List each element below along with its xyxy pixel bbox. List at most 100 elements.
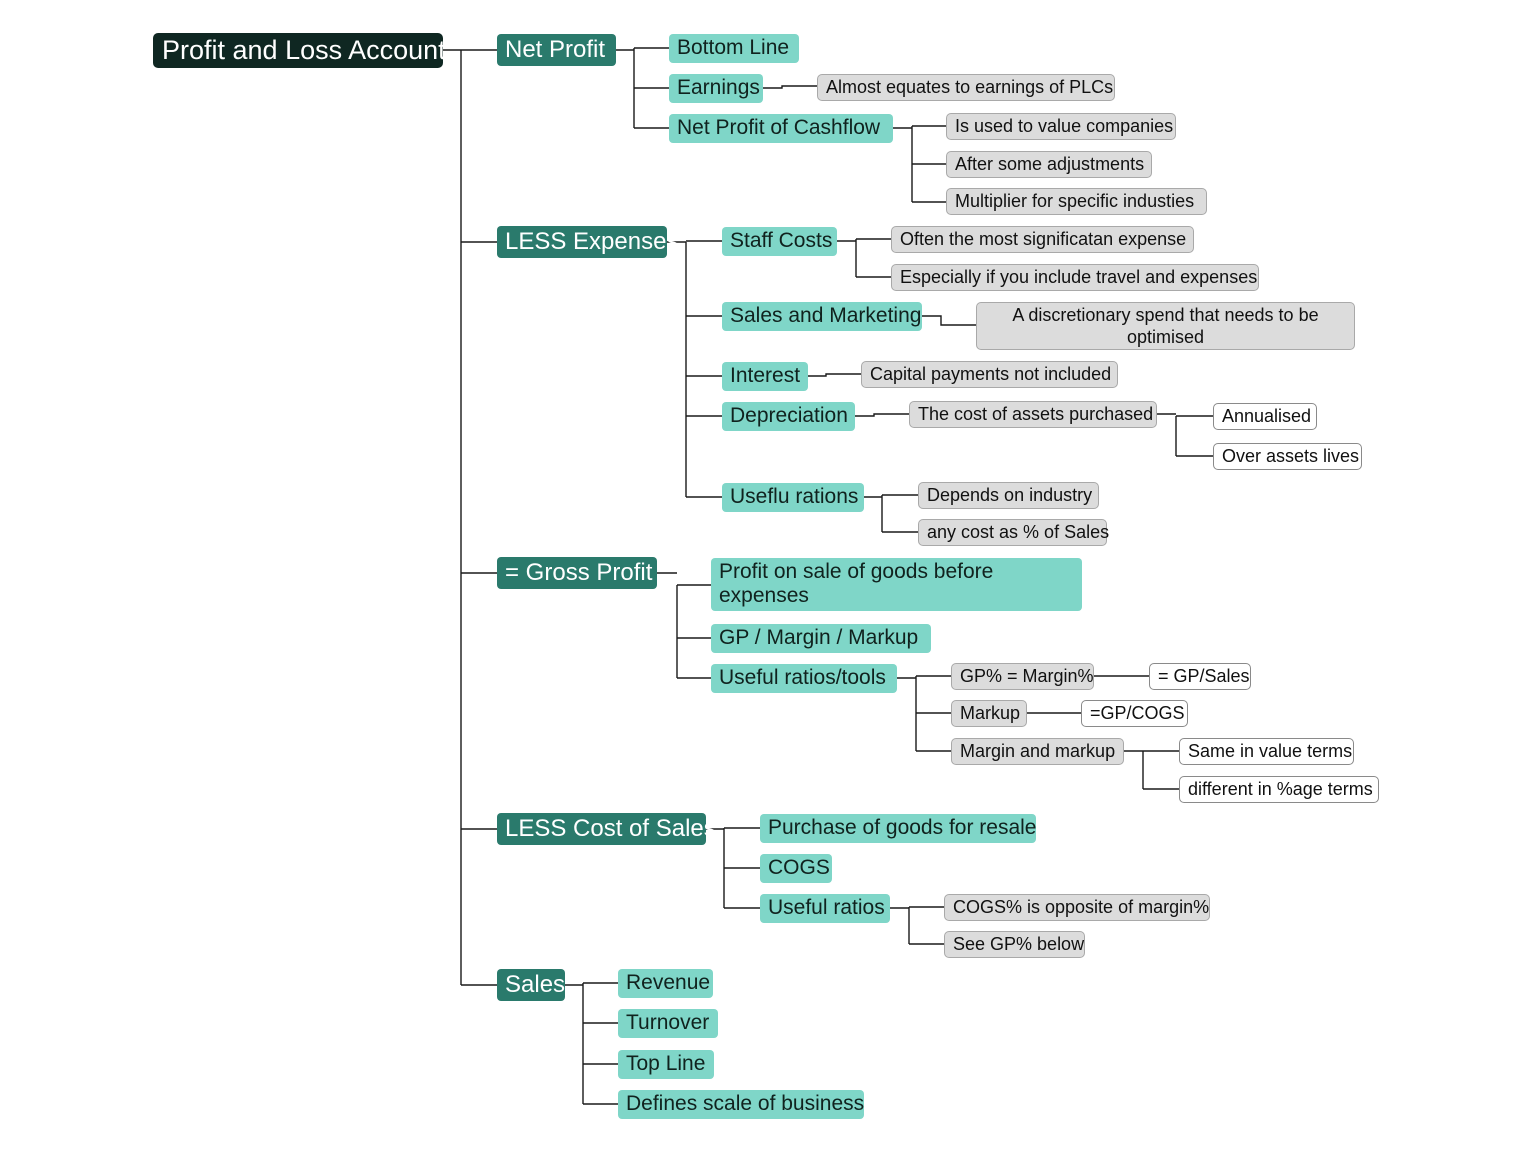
expense-ratio-note-label: Depends on industry <box>927 485 1093 506</box>
depreciation-detail-label: Over assets lives <box>1222 446 1360 467</box>
sales-label: Sales <box>505 971 566 999</box>
depreciation-note-node[interactable]: The cost of assets purchased <box>909 401 1157 428</box>
cos-ratios-label: Useful ratios <box>768 896 885 920</box>
sales-alias-label: Defines scale of business <box>626 1092 865 1116</box>
staff-note-label: Especially if you include travel and exp… <box>900 267 1258 288</box>
margin-markup-note-node[interactable]: Same in value terms <box>1179 738 1354 765</box>
expense-ratios-label: Useflu rations <box>730 485 859 509</box>
sales-alias-node[interactable]: Turnover <box>618 1009 718 1038</box>
net-profit-connector <box>616 47 669 129</box>
sales-alias-node[interactable]: Top Line <box>618 1050 714 1079</box>
depreciation-detail-connector <box>1157 413 1213 457</box>
sales-alias-node[interactable]: Defines scale of business <box>618 1090 864 1119</box>
sales-marketing-note-label: A discretionary spend that needs to be o… <box>1012 304 1319 348</box>
net-profit-label: Net Profit <box>505 36 606 64</box>
earnings-note-label: Almost equates to earnings of PLCs <box>826 77 1114 98</box>
cos-ratio-note-label: See GP% below <box>953 934 1085 955</box>
expense-ratios-node[interactable]: Useflu rations <box>722 483 864 512</box>
cashflow-note-node[interactable]: After some adjustments <box>946 151 1152 178</box>
cos-ratio-note-node[interactable]: COGS% is opposite of margin% <box>944 894 1210 921</box>
gross-profit-definition-node[interactable]: Profit on sale of goods before expenses <box>711 558 1082 611</box>
markup-node[interactable]: Markup <box>951 700 1027 727</box>
earnings-note-node[interactable]: Almost equates to earnings of PLCs <box>817 74 1115 101</box>
staff-note-label: Often the most significatan expense <box>900 229 1187 250</box>
gp-pct-formula-label: = GP/Sales <box>1158 666 1250 687</box>
cashflow-connector <box>893 125 946 203</box>
expense-ratio-note-node[interactable]: Depends on industry <box>918 482 1099 509</box>
margin-markup-node[interactable]: Margin and markup <box>951 738 1124 765</box>
sales-marketing-note-node[interactable]: A discretionary spend that needs to be o… <box>976 302 1355 350</box>
cashflow-note-node[interactable]: Is used to value companies <box>946 113 1176 140</box>
gp-tools-label: Useful ratios/tools <box>719 666 886 690</box>
earnings-connector <box>763 85 817 89</box>
expense-ratio-note-node[interactable]: any cost as % of Sales <box>918 519 1110 546</box>
cashflow-note-node[interactable]: Multiplier for specific industies <box>946 188 1207 215</box>
depreciation-connector <box>855 413 909 417</box>
cashflow-note-label: Multiplier for specific industies <box>955 191 1195 212</box>
cogs-label: COGS <box>768 856 830 880</box>
gp-margin-markup-node[interactable]: GP / Margin / Markup <box>711 624 931 653</box>
expense-ratio-note-label: any cost as % of Sales <box>927 522 1110 543</box>
gross-profit-node[interactable]: = Gross Profit <box>497 557 657 589</box>
cos-ratio-note-node[interactable]: See GP% below <box>944 931 1085 958</box>
depreciation-note-label: The cost of assets purchased <box>918 404 1154 425</box>
margin-markup-note-node[interactable]: different in %age terms <box>1179 776 1379 803</box>
cogs-node[interactable]: COGS <box>760 854 832 883</box>
sales-connector <box>565 982 618 1105</box>
sales-node[interactable]: Sales <box>497 969 565 1001</box>
gp-margin-markup-label: GP / Margin / Markup <box>719 626 919 650</box>
root-node[interactable]: Profit and Loss Account <box>153 33 446 68</box>
interest-connector <box>808 373 861 377</box>
interest-note-label: Capital payments not included <box>870 364 1112 385</box>
depreciation-node[interactable]: Depreciation <box>722 402 855 431</box>
markup-formula-label: =GP/COGS <box>1090 703 1185 724</box>
cost-of-sales-label: LESS Cost of Sales <box>505 815 716 843</box>
ratios-connector <box>864 494 918 533</box>
bottom-line-node[interactable]: Bottom Line <box>669 34 799 63</box>
gp-tools-node[interactable]: Useful ratios/tools <box>711 664 897 693</box>
purchase-node[interactable]: Purchase of goods for resale <box>760 814 1037 843</box>
margin-markup-note-label: Same in value terms <box>1188 741 1353 762</box>
cashflow-note-label: Is used to value companies <box>955 116 1174 137</box>
cos-ratios-connector <box>890 906 944 945</box>
margin-markup-note-label: different in %age terms <box>1188 779 1373 800</box>
sales-marketing-connector <box>922 315 976 326</box>
markup-formula-node[interactable]: =GP/COGS <box>1081 700 1188 727</box>
sales-marketing-label: Sales and Marketing <box>730 304 922 328</box>
staff-note-node[interactable]: Often the most significatan expense <box>891 226 1194 253</box>
cos-ratios-node[interactable]: Useful ratios <box>760 894 890 923</box>
depreciation-detail-node[interactable]: Over assets lives <box>1213 443 1362 470</box>
margin-markup-connector <box>1124 750 1179 790</box>
purchase-label: Purchase of goods for resale <box>768 816 1037 840</box>
interest-note-node[interactable]: Capital payments not included <box>861 361 1118 388</box>
gp-pct-node[interactable]: GP% = Margin% <box>951 663 1094 690</box>
staff-connector <box>837 238 891 278</box>
sales-alias-label: Top Line <box>626 1052 706 1076</box>
staff-costs-node[interactable]: Staff Costs <box>722 227 837 256</box>
staff-note-node[interactable]: Especially if you include travel and exp… <box>891 264 1259 291</box>
tools-connector <box>897 675 951 752</box>
depreciation-detail-node[interactable]: Annualised <box>1213 403 1317 430</box>
cost-of-sales-node[interactable]: LESS Cost of Sales <box>497 813 716 845</box>
cashflow-label: Net Profit of Cashflow <box>677 116 881 140</box>
cos-ratio-note-label: COGS% is opposite of margin% <box>953 897 1210 918</box>
bottom-line-label: Bottom Line <box>677 36 790 60</box>
sales-marketing-node[interactable]: Sales and Marketing <box>722 302 922 331</box>
gross-profit-label: = Gross Profit <box>505 559 653 587</box>
gross-profit-connector <box>657 572 711 679</box>
root-connector <box>443 49 497 986</box>
sales-alias-label: Revenue <box>626 971 711 995</box>
depreciation-detail-label: Annualised <box>1222 406 1312 427</box>
sales-alias-node[interactable]: Revenue <box>618 969 713 998</box>
earnings-node[interactable]: Earnings <box>669 74 763 103</box>
depreciation-label: Depreciation <box>730 404 848 428</box>
sales-alias-label: Turnover <box>626 1011 710 1035</box>
markup-label: Markup <box>960 703 1021 724</box>
root-label: Profit and Loss Account <box>162 34 446 65</box>
cashflow-node[interactable]: Net Profit of Cashflow <box>669 114 893 143</box>
less-expenses-node[interactable]: LESS Expenses <box>497 226 678 258</box>
net-profit-node[interactable]: Net Profit <box>497 34 616 66</box>
gp-pct-formula-node[interactable]: = GP/Sales <box>1149 663 1251 690</box>
interest-node[interactable]: Interest <box>722 362 808 391</box>
